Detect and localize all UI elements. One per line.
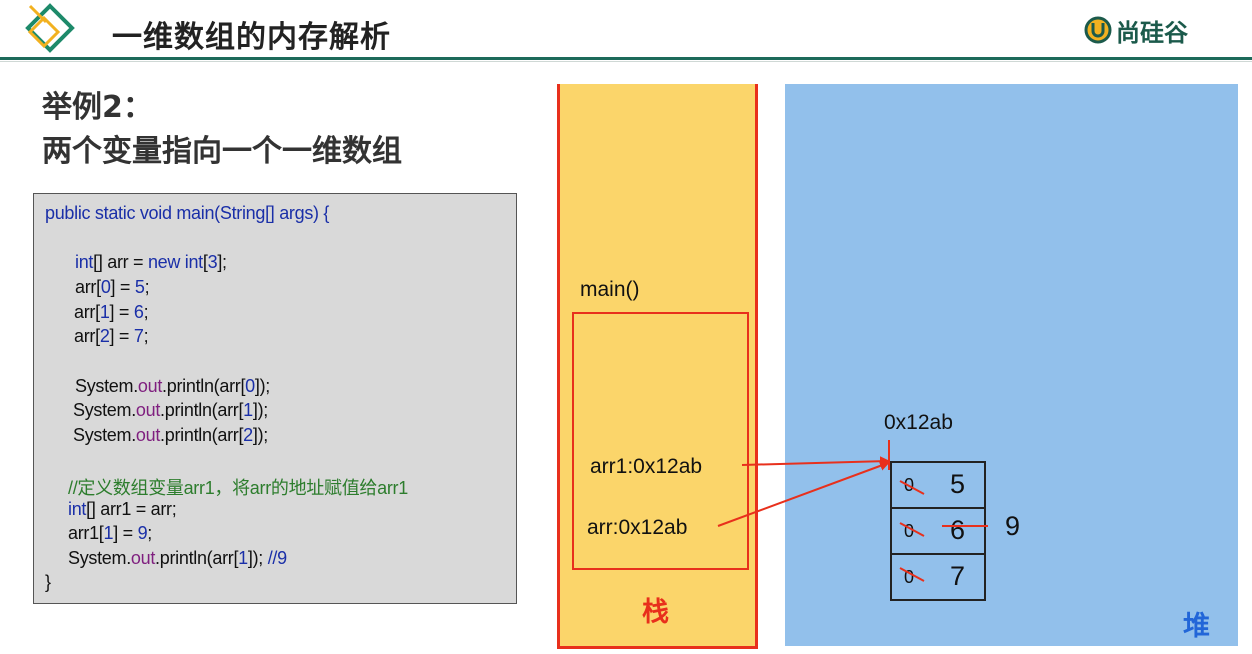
code-token: ; [147, 523, 152, 543]
code-token: System. [75, 376, 138, 396]
brand-logo: 尚硅谷 [1084, 14, 1188, 47]
header-divider [0, 57, 1252, 60]
code-token: out [135, 400, 161, 420]
cell-value: 6 [950, 515, 966, 545]
code-alias-line: int[] arr1 = arr; [68, 499, 177, 520]
heap-region [785, 84, 1238, 646]
cell-old-value: 0 [904, 475, 915, 495]
code-token: ]); [252, 400, 268, 420]
code-token: ]); [247, 548, 268, 568]
code-token: 1 [238, 548, 248, 568]
code-final-print: System.out.println(arr[1]); //9 [68, 548, 287, 569]
code-token: 6 [133, 302, 144, 322]
code-token: 0 [100, 277, 111, 297]
code-token: System. [68, 548, 131, 568]
code-token: arr1[ [68, 523, 104, 543]
code-assign-line: arr[2] = 7; [74, 326, 149, 347]
code-token: ]); [254, 376, 270, 396]
code-token: ] = [109, 326, 134, 346]
code-token: 5 [134, 277, 145, 297]
code-token: 1 [99, 302, 110, 322]
code-token: //9 [267, 548, 287, 568]
code-token: int [75, 252, 94, 272]
main-stack-frame [572, 312, 749, 570]
code-print-line: System.out.println(arr[1]); [73, 400, 268, 421]
code-token: 9 [137, 523, 148, 543]
cell-old-value: 0 [904, 567, 915, 587]
code-token: 0 [245, 376, 255, 396]
code-assign-line: arr[1] = 6; [74, 302, 149, 323]
array-address: 0x12ab [884, 411, 953, 434]
code-token: 2 [243, 425, 253, 445]
code-token: out [137, 376, 163, 396]
code-token: ] = [110, 277, 135, 297]
code-print-line: System.out.println(arr[2]); [73, 425, 268, 446]
code-token: arr[ [74, 302, 100, 322]
code-signature: public static void main(String[] args) { [45, 203, 330, 223]
heap-label: 堆 [1183, 611, 1210, 642]
code-token: ; [143, 326, 149, 346]
code-token: [ [202, 252, 208, 272]
code-token: 7 [133, 326, 144, 346]
code-token: [] arr1 = arr; [86, 499, 177, 519]
code-comment: //定义数组变量arr1，将arr的地址赋值给arr1 [68, 478, 408, 498]
code-block: public static void main(String[] args) {… [33, 193, 517, 604]
brand-u-icon [1084, 16, 1112, 44]
code-token: new int [147, 252, 203, 272]
code-token: arr[ [74, 326, 100, 346]
stack-var-arr1: arr1:0x12ab [590, 455, 703, 478]
header-bar: 一维数组的内存解析 尚硅谷 [0, 0, 1252, 58]
stack-label: 栈 [642, 597, 669, 628]
code-token: .println(arr[ [162, 376, 246, 396]
example-number: 举例2： [42, 90, 153, 125]
cell-value: 5 [950, 469, 966, 499]
page-title: 一维数组的内存解析 [112, 20, 391, 55]
code-token: .println(arr[ [160, 400, 244, 420]
code-token: 3 [207, 252, 218, 272]
code-token: .println(arr[ [155, 548, 239, 568]
cell-value: 7 [950, 561, 966, 591]
example-heading: 举例2： 两个变量指向一个一维数组 [42, 86, 402, 174]
code-close-brace: } [45, 572, 51, 592]
code-token: ] = [109, 302, 134, 322]
array-cell: 0 7 [892, 555, 984, 601]
code-token: ; [144, 277, 150, 297]
brand-name: 尚硅谷 [1116, 18, 1188, 47]
code-token: ]; [217, 252, 227, 272]
code-token: out [135, 425, 161, 445]
code-token: arr[ [75, 277, 101, 297]
cell-old-value: 0 [904, 521, 915, 541]
code-token: 1 [243, 400, 253, 420]
code-token: 2 [99, 326, 110, 346]
code-token: System. [73, 425, 136, 445]
code-token: out [130, 548, 156, 568]
code-token: .println(arr[ [160, 425, 244, 445]
code-token: ] = [113, 523, 138, 543]
example-description: 两个变量指向一个一维数组 [42, 134, 402, 169]
code-set-line: arr1[1] = 9; [68, 523, 152, 544]
code-token: ; [143, 302, 149, 322]
code-token: ]); [252, 425, 268, 445]
code-declaration: int[] arr = new int[3]; [75, 252, 227, 273]
code-assign-line: arr[0] = 5; [75, 277, 150, 298]
code-token: [] arr = [93, 252, 148, 272]
stack-frame-label: main() [580, 278, 640, 301]
array-cell: 0 6 [892, 509, 984, 555]
stack-region [557, 84, 758, 649]
header-divider-thin [0, 61, 1252, 62]
code-token: 1 [103, 523, 114, 543]
diamond-logo-icon [25, 3, 75, 53]
heap-array: 0 5 0 6 0 7 [890, 461, 986, 601]
code-print-line: System.out.println(arr[0]); [75, 376, 270, 397]
code-token: System. [73, 400, 136, 420]
array-cell: 0 5 [892, 463, 984, 509]
stack-var-arr: arr:0x12ab [587, 516, 688, 539]
code-token: int [68, 499, 87, 519]
updated-value: 9 [1005, 511, 1021, 541]
